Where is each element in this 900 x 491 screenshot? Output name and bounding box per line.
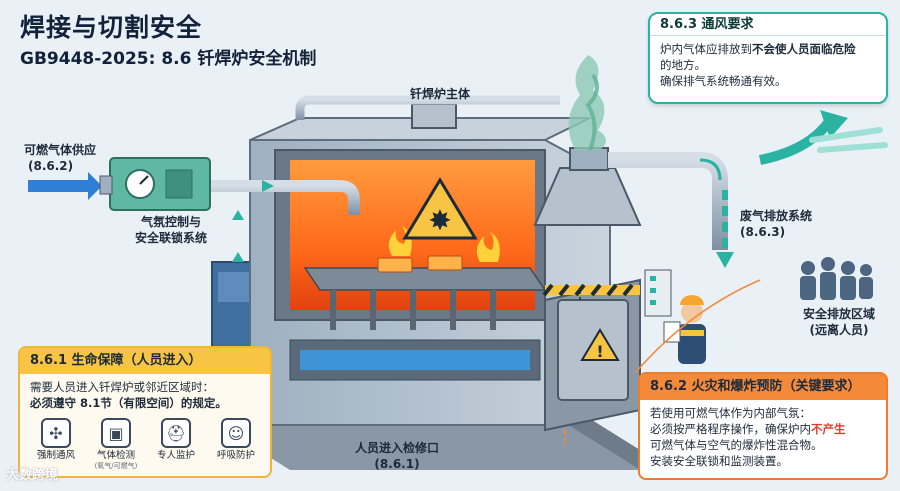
icon-label-ventilation: 强制通风 xyxy=(36,450,75,461)
label-access-door: 人员进入检修口 (8.6.1) xyxy=(332,440,462,472)
ventilation-line-2: 的地方。 xyxy=(660,58,706,72)
hardhat-icon: ⛑ xyxy=(161,418,191,448)
label-safe-zone: 安全排放区域 (远离人员) xyxy=(790,306,888,338)
exhaust-system-ref: (8.6.3) xyxy=(740,225,786,239)
life-safety-icons: ✣ 强制通风 ▣ 气体检测 (氧气/可燃气) ⛑ 专人监护 ☺ 呼吸防护 xyxy=(28,418,264,474)
fire-safety-body: 若使用可燃气体作为内部气氛： 必须按严格程序操作，确保炉内不产生 可燃气体与空气… xyxy=(640,400,886,474)
gas-control-unit xyxy=(99,157,211,211)
ventilation-line-1b: 不会使人员面临危险 xyxy=(752,42,856,56)
life-safety-heading: 8.6.1 生命保障（人员进入） xyxy=(20,348,270,374)
life-safety-line-2: 必须遵守 8.1节（有限空间）的规定。 xyxy=(30,396,227,410)
worker-figure xyxy=(663,295,706,364)
access-door-ref: (8.6.1) xyxy=(374,457,420,471)
ventilation-body: 炉内气体应排放到不会使人员面临危险 的地方。 确保排气系统畅通有效。 xyxy=(650,36,886,94)
watermark: 大数跨境 xyxy=(6,468,59,483)
fire-safety-line-4: 安装安全联锁和监测装置。 xyxy=(650,454,788,468)
gas-supply-text: 可燃气体供应 xyxy=(24,143,97,157)
label-gas-supply: 可燃气体供应 (8.6.2) xyxy=(24,142,134,174)
ventilation-line-3: 确保排气系统畅通有效。 xyxy=(660,74,787,88)
gas-control-line-2: 安全联锁系统 xyxy=(134,231,207,245)
label-gas-control: 气氛控制与 安全联锁系统 xyxy=(116,214,226,246)
access-door-text: 人员进入检修口 xyxy=(354,441,439,455)
ventilation-requirements-box: 8.6.3 通风要求 炉内气体应排放到不会使人员面临危险 的地方。 确保排气系统… xyxy=(648,12,888,104)
life-safety-body: 需要人员进入钎焊炉或邻近区域时： 必须遵守 8.1节（有限空间）的规定。 xyxy=(20,374,270,416)
icon-label-supervision: 专人监护 xyxy=(156,450,195,461)
fire-safety-heading: 8.6.2 火灾和爆炸预防（关键要求） xyxy=(640,374,886,400)
icon-label-respiratory: 呼吸防护 xyxy=(216,450,255,461)
furnace-body: ✸ xyxy=(249,117,611,426)
life-safety-line-1: 需要人员进入钎焊炉或邻近区域时： xyxy=(30,380,214,394)
ventilation-heading: 8.6.3 通风要求 xyxy=(650,14,886,36)
gas-detector-icon: ▣ xyxy=(101,418,131,448)
exhaust-hood xyxy=(533,55,888,268)
fire-safety-line-1: 若使用可燃气体作为内部气氛： xyxy=(650,406,811,420)
icon-item-respiratory: ☺ 呼吸防护 xyxy=(208,418,264,474)
icon-item-supervision: ⛑ 专人监护 xyxy=(148,418,204,474)
page-subtitle: GB9448-2025: 8.6 钎焊炉安全机制 xyxy=(20,49,317,69)
gas-control-line-1: 气氛控制与 xyxy=(140,215,201,229)
fan-icon: ✣ xyxy=(41,418,71,448)
gas-supply-ref: (8.6.2) xyxy=(28,159,74,173)
icon-label-gas-detection: 气体检测 xyxy=(96,450,135,461)
life-safety-box: 8.6.1 生命保障（人员进入） 需要人员进入钎焊炉或邻近区域时： 必须遵守 8… xyxy=(18,346,272,478)
respirator-icon: ☺ xyxy=(221,418,251,448)
svg-text:✸: ✸ xyxy=(428,204,451,237)
fire-safety-box: 8.6.2 火灾和爆炸预防（关键要求） 若使用可燃气体作为内部气氛： 必须按严格… xyxy=(638,372,888,480)
svg-text:!: ! xyxy=(596,342,603,361)
people-group-icon xyxy=(800,257,873,300)
safe-zone-line-2: (远离人员) xyxy=(809,323,869,337)
fire-safety-line-2b: 不产生 xyxy=(811,422,846,436)
icon-item-gas-detection: ▣ 气体检测 (氧气/可燃气) xyxy=(88,418,144,474)
gas-supply-line xyxy=(28,95,560,300)
exhaust-system-text: 废气排放系统 xyxy=(740,209,813,223)
access-door: ! xyxy=(542,278,641,445)
icon-sublabel-gas-detection: (氧气/可燃气) xyxy=(94,462,138,470)
fire-safety-line-2a: 必须按严格程序操作，确保炉内 xyxy=(650,422,811,436)
icon-item-ventilation: ✣ 强制通风 xyxy=(28,418,84,474)
label-furnace-main: 钎焊炉主体 xyxy=(409,87,470,101)
label-exhaust-system: 废气排放系统 (8.6.3) xyxy=(740,208,840,240)
status-panel xyxy=(644,269,672,317)
ventilation-line-1a: 炉内气体应排放到 xyxy=(660,42,752,56)
fire-safety-line-3: 可燃气体与空气的爆炸性混合物。 xyxy=(650,438,823,452)
safe-zone-line-1: 安全排放区域 xyxy=(802,307,875,321)
page-title: 焊接与切割安全 xyxy=(20,13,203,42)
